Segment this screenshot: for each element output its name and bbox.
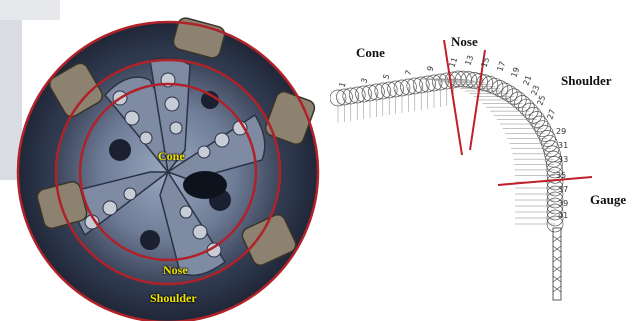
profile-label-cone: Cone: [356, 47, 385, 59]
photo-label-shoulder: Shoulder: [150, 292, 197, 304]
cutter-number: 13: [463, 54, 475, 67]
cutter-number: 21: [521, 74, 533, 87]
cutter-number: 25: [535, 94, 547, 107]
cutter-number: 37: [558, 185, 568, 194]
cutter-number: 1: [337, 81, 347, 89]
cutter-number: 29: [556, 127, 566, 136]
cutter-number: 7: [403, 69, 413, 77]
divider-shoulder-gauge: [498, 177, 592, 185]
bit-photo-panel: Cone Nose Shoulder: [0, 0, 330, 321]
photo-label-nose: Nose: [163, 264, 188, 276]
profile-label-shoulder: Shoulder: [561, 75, 612, 87]
cutter-number: 31: [558, 141, 568, 150]
cutter-number: 35: [556, 171, 566, 180]
cutter-number: 3: [359, 77, 369, 85]
cutter-number: 9: [425, 65, 435, 73]
cutter-number: 19: [509, 66, 521, 79]
cutter-number: 41: [558, 211, 568, 220]
photo-label-cone: Cone: [158, 150, 185, 162]
cutter-number: 17: [495, 60, 507, 73]
profile-label-nose: Nose: [451, 36, 478, 48]
profile-label-gauge: Gauge: [590, 194, 626, 206]
cutter-number: 15: [479, 56, 491, 69]
cutter-number: 11: [447, 56, 459, 69]
cutter-number: 5: [381, 73, 391, 81]
cutter-number: 39: [558, 199, 568, 208]
cutter-number: 33: [558, 155, 568, 164]
cutter-number: 27: [545, 108, 557, 121]
